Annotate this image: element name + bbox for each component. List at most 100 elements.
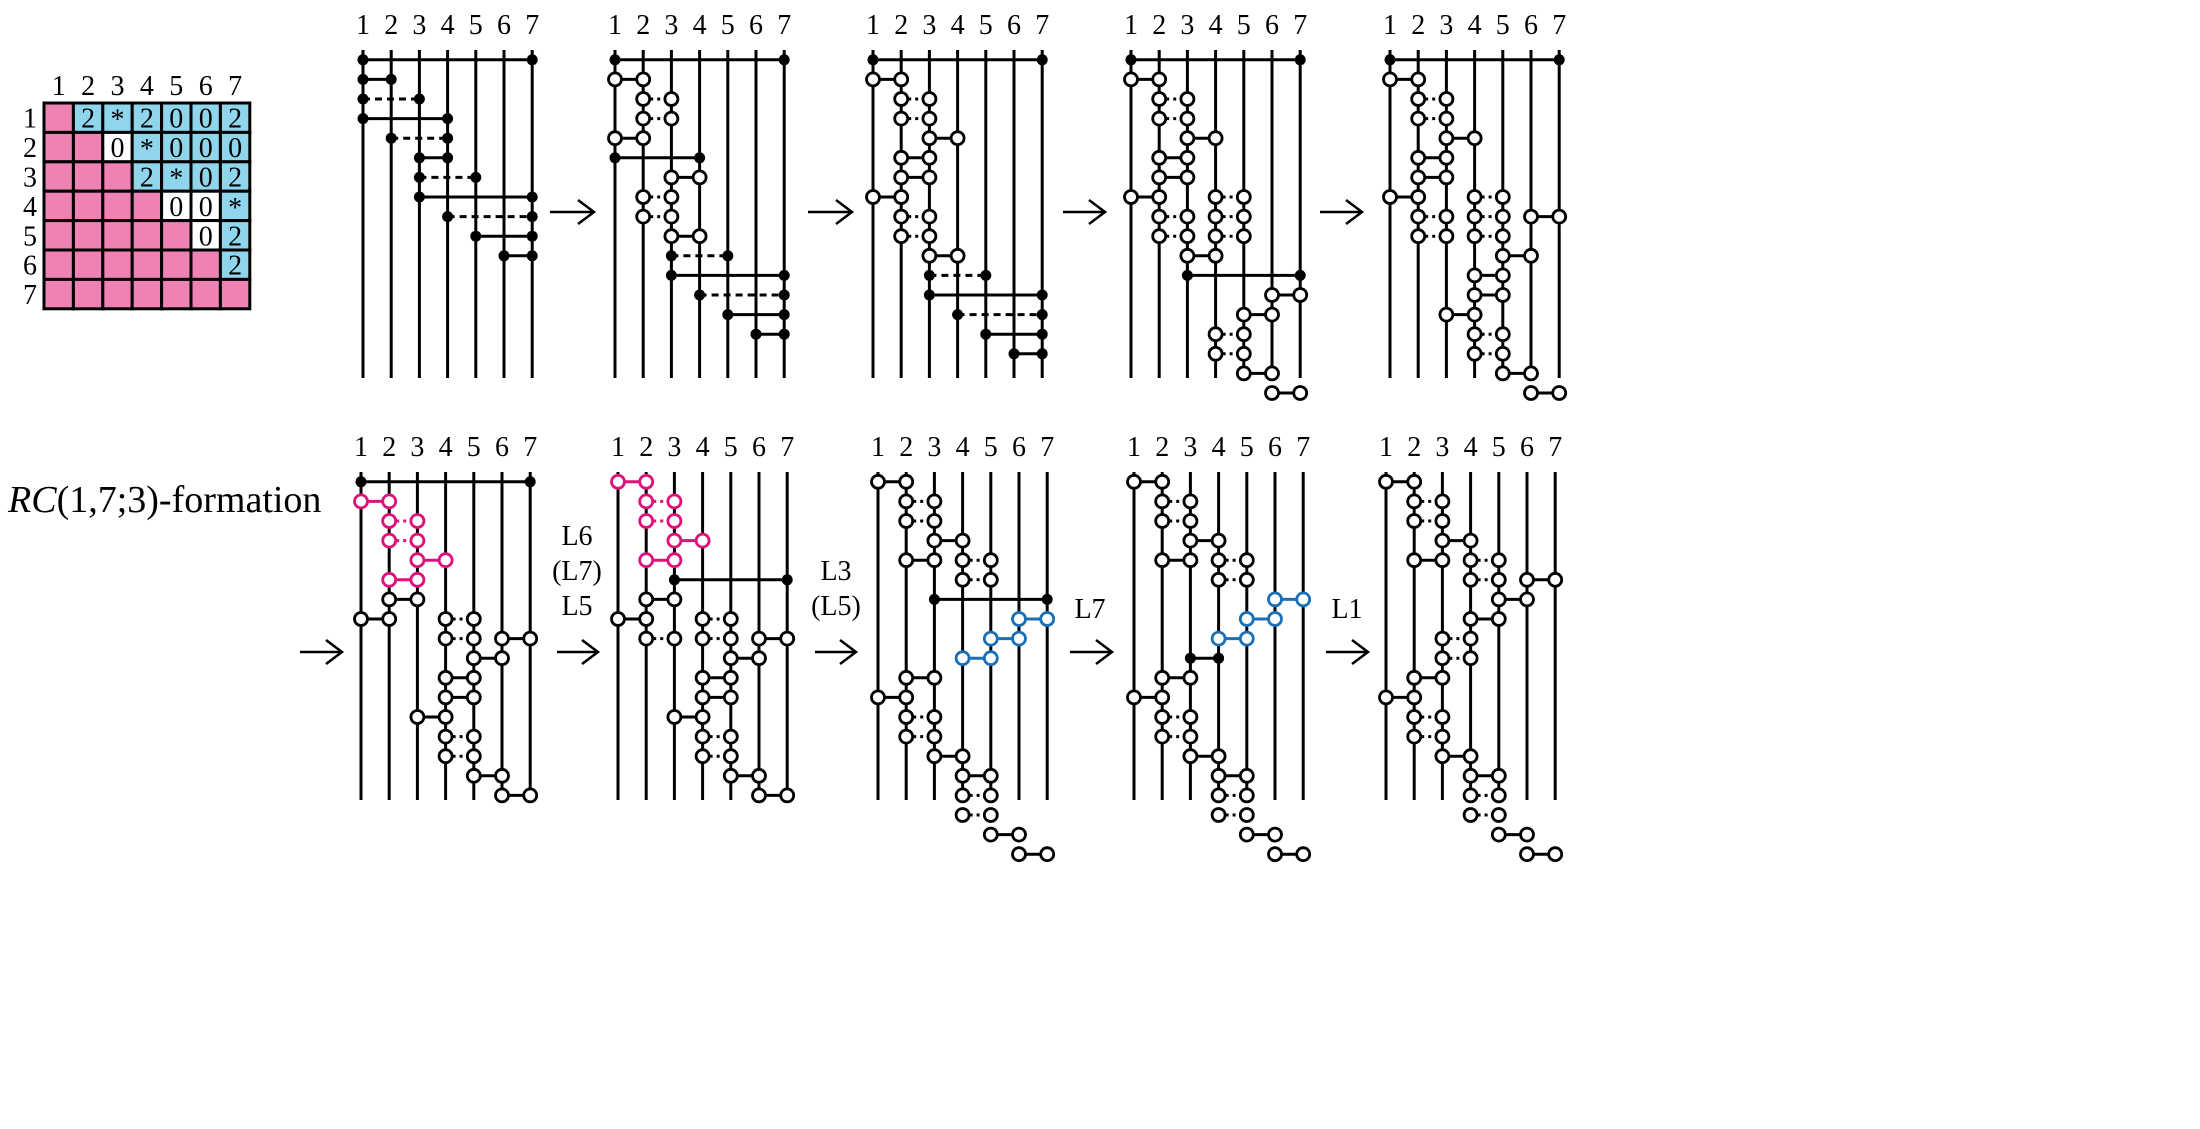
rung-endpoint-open (666, 493, 683, 510)
matrix-col-label: 5 (169, 71, 183, 102)
rung-endpoint-solid (609, 152, 621, 164)
arrow-head (1345, 199, 1365, 225)
rung-endpoint-open (1410, 208, 1427, 225)
matrix-cell (101, 130, 134, 164)
rung-endpoint-open (465, 650, 482, 667)
rung-endpoint-open (982, 552, 999, 569)
ladder-line-label: 5 (979, 10, 993, 41)
rung-endpoint-open (1438, 149, 1455, 166)
rung-endpoint-open (1235, 189, 1252, 205)
rung-endpoint-open (1494, 247, 1511, 264)
rung-endpoint-open (663, 169, 680, 186)
rung-endpoint-solid (778, 328, 790, 340)
rung-endpoint-open (1235, 365, 1252, 382)
rung-endpoint-open (1410, 110, 1427, 127)
matrix-cell (218, 219, 252, 252)
rung-endpoint-open (1154, 473, 1171, 490)
matrix-entry: * (228, 193, 242, 224)
rung-endpoint-solid (1036, 54, 1048, 66)
rung-endpoint-open (954, 532, 971, 549)
rung-endpoint-open (409, 591, 426, 608)
rung-endpoint-open (353, 493, 369, 510)
rung-endpoint-open (638, 473, 655, 490)
rung-endpoint-open (610, 611, 626, 627)
rung-endpoint-open (381, 513, 398, 529)
ladder-line-label: 2 (1155, 432, 1169, 463)
rung-endpoint-open (663, 208, 680, 225)
rung-endpoint-open (1238, 826, 1255, 843)
matrix-entry: 0 (199, 133, 213, 164)
rung-endpoint-open (1264, 365, 1280, 382)
rung-endpoint-open (1210, 532, 1227, 549)
ladder-line-label: 5 (984, 432, 998, 463)
rung-endpoint-open (694, 709, 711, 725)
matrix-cell (130, 189, 164, 223)
rung-endpoint-open (893, 149, 910, 166)
matrix-row-label: 4 (23, 192, 37, 223)
rung-endpoint-open (1519, 591, 1535, 608)
rung-endpoint-open (954, 571, 971, 588)
rung-endpoint-solid (1041, 593, 1053, 605)
rung-endpoint-open (1551, 385, 1568, 401)
rung-endpoint-open (921, 110, 938, 127)
rung-endpoint-open (1434, 728, 1451, 745)
rung-endpoint-open (1151, 149, 1168, 166)
rung-endpoint-open (1267, 826, 1283, 843)
matrix-cell (71, 277, 105, 311)
ladder-line-label: 5 (467, 432, 481, 463)
rung-endpoint-open (921, 91, 938, 107)
rung-endpoint-open (1182, 669, 1199, 686)
arrow-label: L3 (820, 556, 851, 587)
rung-endpoint-open (1295, 591, 1312, 608)
rung-endpoint-open (1462, 552, 1479, 569)
matrix-row-label: 7 (23, 280, 37, 311)
rung-endpoint-open (898, 728, 915, 745)
rung-endpoint-solid (526, 54, 538, 66)
rung-endpoint-open (1264, 287, 1280, 303)
ladder-line-label: 6 (1012, 432, 1026, 463)
matrix-cell (130, 219, 164, 252)
rung-endpoint-open (635, 71, 652, 88)
rung-endpoint-open (1378, 689, 1394, 706)
rung-endpoint-open (1292, 287, 1309, 303)
rung-endpoint-open (1126, 473, 1142, 490)
matrix-cell (42, 189, 75, 223)
matrix-entry: 2 (228, 221, 242, 252)
ladder-line-label: 3 (667, 432, 681, 463)
matrix-cell (160, 189, 193, 223)
rung-endpoint-solid (778, 54, 790, 66)
rung-endpoint-open (1462, 807, 1479, 823)
rung-endpoint-open (638, 552, 655, 569)
rung-endpoint-open (893, 208, 910, 225)
rung-endpoint-open (1462, 650, 1479, 667)
matrix-entry: 0 (169, 133, 183, 164)
rung-endpoint-open (1438, 110, 1455, 127)
rung-endpoint-open (1210, 571, 1227, 588)
rung-endpoint-open (1434, 552, 1451, 569)
ladder-line-label: 6 (1268, 432, 1282, 463)
rung-endpoint-open (982, 807, 999, 823)
rung-endpoint-open (1434, 493, 1451, 510)
rung-endpoint-open (638, 493, 655, 510)
rung-endpoint-solid (1384, 54, 1396, 66)
rung-endpoint-open (870, 689, 886, 706)
rung-endpoint-open (1523, 208, 1539, 225)
ladder-line-label: 4 (696, 432, 710, 463)
rung-endpoint-solid (750, 328, 762, 340)
ladder-line-label: 4 (1464, 432, 1478, 463)
ladder-line-label: 6 (1520, 432, 1534, 463)
rung-endpoint-open (1210, 767, 1227, 784)
rung-endpoint-open (1466, 287, 1483, 303)
ladder-line-label: 3 (927, 432, 941, 463)
ladder-line-label: 2 (1411, 10, 1425, 41)
rung-endpoint-open (1523, 247, 1539, 264)
ladder-line-label: 7 (1552, 10, 1566, 41)
rung-endpoint-open (1182, 532, 1199, 549)
ladder-line-label: 3 (1439, 10, 1453, 41)
rung-endpoint-open (1238, 571, 1255, 588)
arrow-label: L5 (561, 591, 592, 622)
rung-endpoint-open (1406, 552, 1423, 569)
ladder-line-label: 1 (356, 10, 370, 41)
rung-endpoint-open (921, 149, 938, 166)
ladder-line-label: 7 (523, 432, 537, 463)
